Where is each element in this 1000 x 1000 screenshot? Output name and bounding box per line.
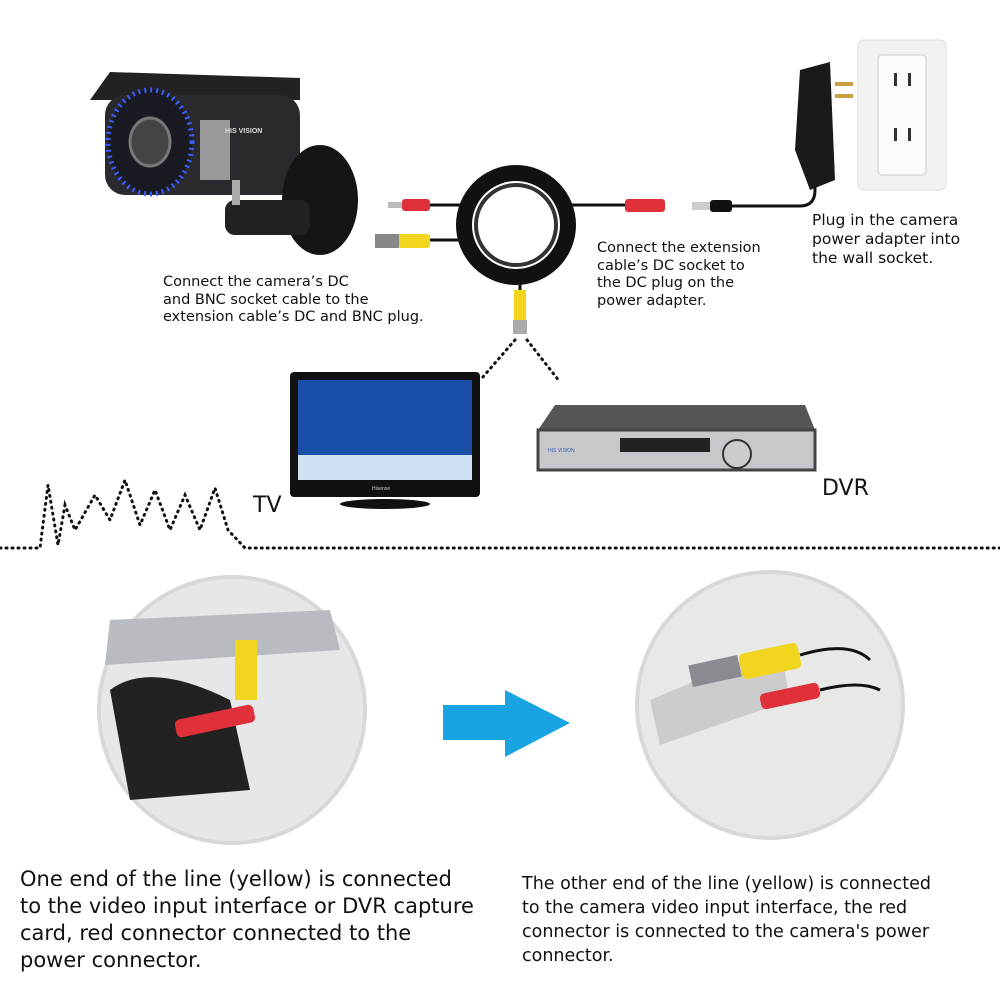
caption-line: cable’s DC socket to <box>597 257 745 274</box>
dvr-brand: HIS VISION <box>548 448 575 454</box>
caption-line: extension cable’s DC and BNC plug. <box>163 309 424 326</box>
description-line: to the camera video input interface, the… <box>522 898 908 918</box>
tv-image <box>290 372 480 509</box>
extension-cable-image <box>375 165 665 334</box>
caption-line: Connect the camera’s DC <box>163 274 349 290</box>
camera-connection-photo <box>635 570 905 840</box>
description-line: to the video input interface or DVR capt… <box>20 894 474 918</box>
dvr-image <box>536 405 817 472</box>
description-line: card, red connector connected to the <box>20 921 412 945</box>
caption-adapter: Plug in the camera power adapter into th… <box>812 211 960 268</box>
camera-image <box>90 72 358 255</box>
tv-label: TV <box>253 493 282 518</box>
caption-line: power adapter into <box>812 229 961 248</box>
right-description: The other end of the line (yellow) is co… <box>522 872 931 968</box>
tv-brand: Hisense <box>372 486 391 492</box>
left-description: One end of the line (yellow) is connecte… <box>20 866 474 974</box>
camera-brand: HIS VISION <box>225 128 263 135</box>
caption-line: and BNC socket cable to the <box>163 291 369 308</box>
caption-camera: Connect the camera’s DC and BNC socket c… <box>163 274 424 327</box>
arrow-icon <box>443 690 570 757</box>
description-line: The other end of the line (yellow) is co… <box>522 874 931 894</box>
caption-line: power adapter. <box>597 293 707 310</box>
power-adapter-image <box>692 62 853 212</box>
description-line: connector is connected to the camera's p… <box>522 922 930 942</box>
caption-line: the wall socket. <box>812 248 934 267</box>
connection-lines <box>0 338 1000 550</box>
description-line: power connector. <box>20 948 202 972</box>
description-line: connector. <box>522 946 614 966</box>
caption-line: the DC plug on the <box>597 275 735 292</box>
dvr-connection-photo <box>97 575 367 845</box>
wall-outlet-image <box>857 39 947 191</box>
caption-line: Connect the extension <box>597 240 761 256</box>
description-line: One end of the line (yellow) is connecte… <box>20 867 452 891</box>
caption-extension: Connect the extension cable’s DC socket … <box>597 240 761 311</box>
caption-line: Plug in the camera <box>812 211 959 229</box>
dvr-label: DVR <box>822 476 869 501</box>
